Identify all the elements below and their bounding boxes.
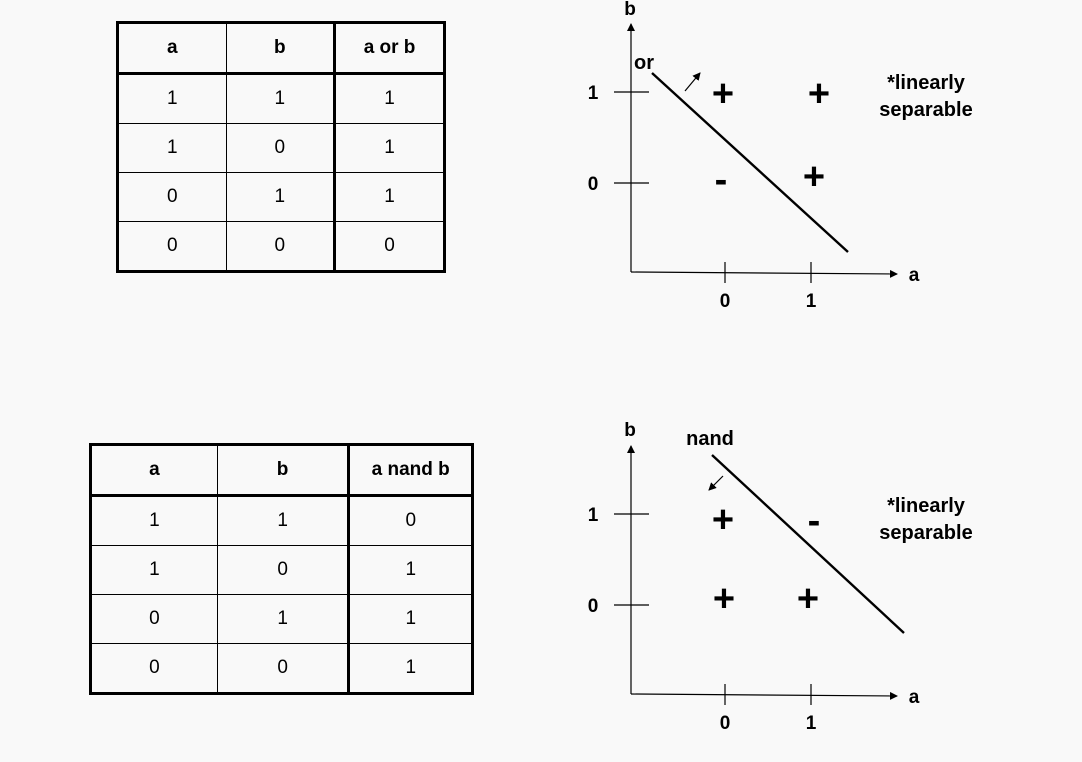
x-axis bbox=[630, 269, 898, 278]
x-tick-label-0: 0 bbox=[720, 713, 731, 734]
col-header-a: a bbox=[90, 444, 218, 497]
table-row: 0 0 0 bbox=[117, 221, 445, 272]
x-tick-label-1: 1 bbox=[806, 291, 817, 312]
col-header-result: a nand b bbox=[347, 444, 473, 497]
or-truth-table: a b a or b 1 1 1 1 0 1 0 1 1 0 0 0 bbox=[116, 21, 446, 273]
note-line-1: *linearly bbox=[887, 72, 966, 94]
x-axis-label: a bbox=[909, 687, 920, 708]
nand-line-label: nand bbox=[686, 428, 734, 450]
x-axis-label: a bbox=[909, 265, 920, 286]
cell-b: 0 bbox=[225, 123, 336, 173]
mark-a0-b1: + bbox=[712, 499, 734, 541]
y-tick-label-1: 1 bbox=[588, 505, 599, 526]
y-tick-label-0: 0 bbox=[588, 596, 599, 617]
nand-normal-arrow bbox=[708, 475, 724, 491]
col-header-b: b bbox=[225, 22, 336, 75]
table-header-row: a b a nand b bbox=[90, 444, 473, 497]
nand-truth-table: a b a nand b 1 1 0 1 0 1 0 1 1 0 0 1 bbox=[89, 443, 474, 695]
mark-a0-b0: - bbox=[715, 159, 728, 201]
cell-a: 0 bbox=[90, 643, 218, 694]
x-tick-label-0: 0 bbox=[720, 291, 731, 312]
cell-b: 0 bbox=[216, 643, 350, 694]
mark-a0-b1: + bbox=[712, 73, 734, 115]
cell-b: 1 bbox=[216, 594, 350, 644]
x-tick-label-1: 1 bbox=[806, 713, 817, 734]
mark-a1-b0: + bbox=[797, 578, 819, 620]
mark-a0-b0: + bbox=[713, 578, 735, 620]
cell-result: 1 bbox=[347, 643, 473, 694]
cell-result: 1 bbox=[333, 73, 445, 124]
col-header-result: a or b bbox=[333, 22, 445, 75]
note-line-2: separable bbox=[879, 99, 972, 121]
or-line-label: or bbox=[634, 52, 654, 74]
cell-result: 0 bbox=[347, 495, 473, 546]
cell-result: 1 bbox=[347, 594, 473, 644]
x-axis bbox=[630, 691, 898, 700]
y-tick-label-1: 1 bbox=[588, 83, 599, 104]
table-row: 0 1 1 bbox=[90, 594, 473, 644]
col-header-a: a bbox=[117, 22, 227, 75]
table-header-row: a b a or b bbox=[117, 22, 445, 75]
col-header-b: b bbox=[216, 444, 350, 497]
cell-b: 1 bbox=[225, 172, 336, 222]
cell-result: 1 bbox=[333, 172, 445, 222]
cell-a: 1 bbox=[117, 123, 227, 173]
y-axis-label: b bbox=[624, 420, 636, 441]
cell-a: 0 bbox=[117, 172, 227, 222]
table-row: 0 0 1 bbox=[90, 643, 473, 694]
nand-decision-line bbox=[711, 454, 905, 634]
or-normal-arrow bbox=[684, 72, 701, 92]
mark-a1-b1: + bbox=[808, 73, 830, 115]
table-row: 1 1 1 bbox=[117, 73, 445, 124]
mark-a1-b0: + bbox=[803, 156, 825, 198]
cell-b: 0 bbox=[225, 221, 336, 272]
nand-plot: b a 1 0 0 1 nand + - + + *linearly separ… bbox=[588, 420, 973, 734]
or-plot: b a 1 0 0 1 or + + - + *linearly separab… bbox=[588, 0, 973, 312]
note-line-1: *linearly bbox=[887, 495, 966, 517]
y-axis-label: b bbox=[624, 0, 636, 20]
note-line-2: separable bbox=[879, 522, 972, 544]
cell-a: 1 bbox=[90, 495, 218, 546]
table-row: 1 0 1 bbox=[90, 545, 473, 595]
cell-a: 0 bbox=[117, 221, 227, 272]
table-row: 0 1 1 bbox=[117, 172, 445, 222]
y-tick-label-0: 0 bbox=[588, 174, 599, 195]
cell-result: 0 bbox=[333, 221, 445, 272]
cell-a: 0 bbox=[90, 594, 218, 644]
mark-a1-b1: - bbox=[808, 500, 821, 542]
or-decision-line bbox=[651, 72, 849, 253]
